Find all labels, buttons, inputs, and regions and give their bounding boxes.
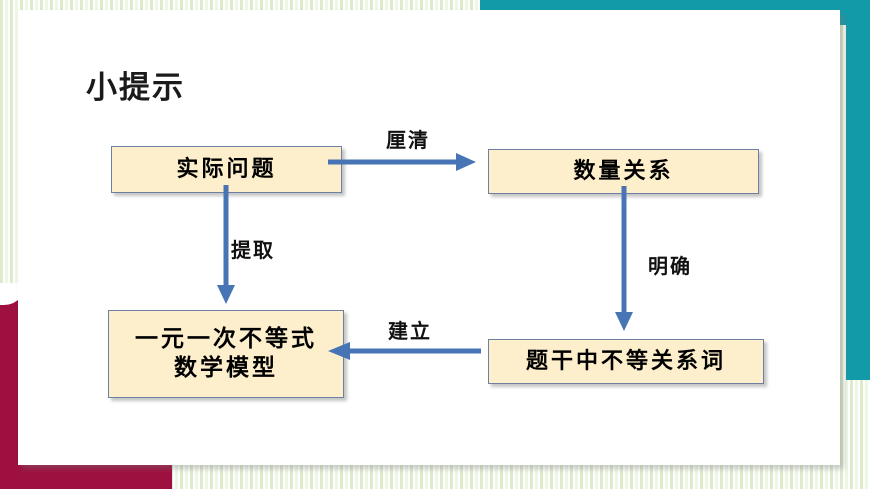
flow-node-label-line1: 一元一次不等式 [135, 325, 317, 353]
arrow-left-jianli [326, 339, 481, 363]
edge-label-qingli: 厘清 [386, 128, 430, 152]
teal-accent-right [846, 0, 870, 380]
edge-label-jianli: 建立 [388, 319, 432, 343]
flow-node-label: 数量关系 [573, 157, 674, 184]
arrow-down-mingque [612, 186, 636, 332]
page-title: 小提示 [86, 70, 185, 106]
slide-content-page: 小提示 实际问题 数量关系 一元一次不等式 数学模型 题干中不等关系词 [18, 10, 840, 465]
arrow-down-tiqu [214, 185, 238, 305]
edge-label-tiqu: 提取 [231, 238, 275, 262]
flow-node-label: 实际问题 [176, 155, 277, 182]
flow-node-label: 题干中不等关系词 [525, 347, 726, 374]
flow-node-inequality-model[interactable]: 一元一次不等式 数学模型 [108, 310, 344, 398]
flow-node-inequality-keywords[interactable]: 题干中不等关系词 [488, 339, 764, 384]
flow-node-label-line2: 数学模型 [174, 354, 278, 381]
flow-node-label-wrapper: 一元一次不等式 数学模型 [135, 325, 317, 383]
edge-label-mingque: 明确 [648, 254, 692, 278]
arrow-right-qingli [328, 150, 478, 174]
